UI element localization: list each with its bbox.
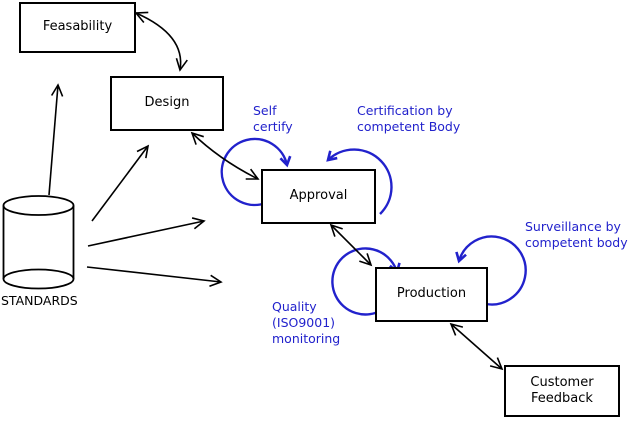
node-customer-feedback-label-line1: Customer bbox=[530, 374, 594, 390]
node-approval: Approval bbox=[261, 169, 376, 224]
node-customer-feedback: Customer Feedback bbox=[504, 365, 620, 417]
certification-loop-arrow bbox=[326, 148, 393, 215]
standards-label: STANDARDS bbox=[1, 293, 78, 308]
node-feasability-label: Feasability bbox=[42, 19, 113, 35]
annotation-certification: Certification by competent Body bbox=[357, 103, 460, 135]
node-customer-feedback-label-line2: Feedback bbox=[531, 391, 593, 406]
quality-monitoring-loop-arrow bbox=[331, 247, 401, 316]
surveillance-loop-arrow bbox=[455, 235, 527, 306]
annotation-self-certify-line1: Self bbox=[253, 103, 277, 118]
annotation-certification-line1: Certification by bbox=[357, 103, 453, 118]
annotation-surveillance-line2: competent body bbox=[525, 235, 628, 250]
node-design-label: Design bbox=[144, 95, 190, 111]
standards-cylinder-icon bbox=[2, 195, 75, 290]
node-production-label: Production bbox=[396, 286, 467, 302]
annotation-surveillance: Surveillance by competent body bbox=[525, 219, 628, 251]
node-production: Production bbox=[375, 267, 488, 322]
annotation-quality-line1: Quality bbox=[272, 299, 317, 314]
annotation-quality-monitoring: Quality (ISO9001) monitoring bbox=[272, 299, 340, 347]
node-approval-label: Approval bbox=[289, 188, 348, 204]
annotation-quality-line2: (ISO9001) bbox=[272, 315, 336, 330]
annotation-quality-line3: monitoring bbox=[272, 331, 341, 346]
annotation-self-certify: Self certify bbox=[253, 103, 293, 135]
annotation-surveillance-line1: Surveillance by bbox=[525, 219, 621, 234]
node-feasability: Feasability bbox=[19, 2, 136, 53]
node-design: Design bbox=[110, 76, 224, 131]
annotation-self-certify-line2: certify bbox=[253, 119, 293, 134]
annotation-certification-line2: competent Body bbox=[357, 119, 461, 134]
